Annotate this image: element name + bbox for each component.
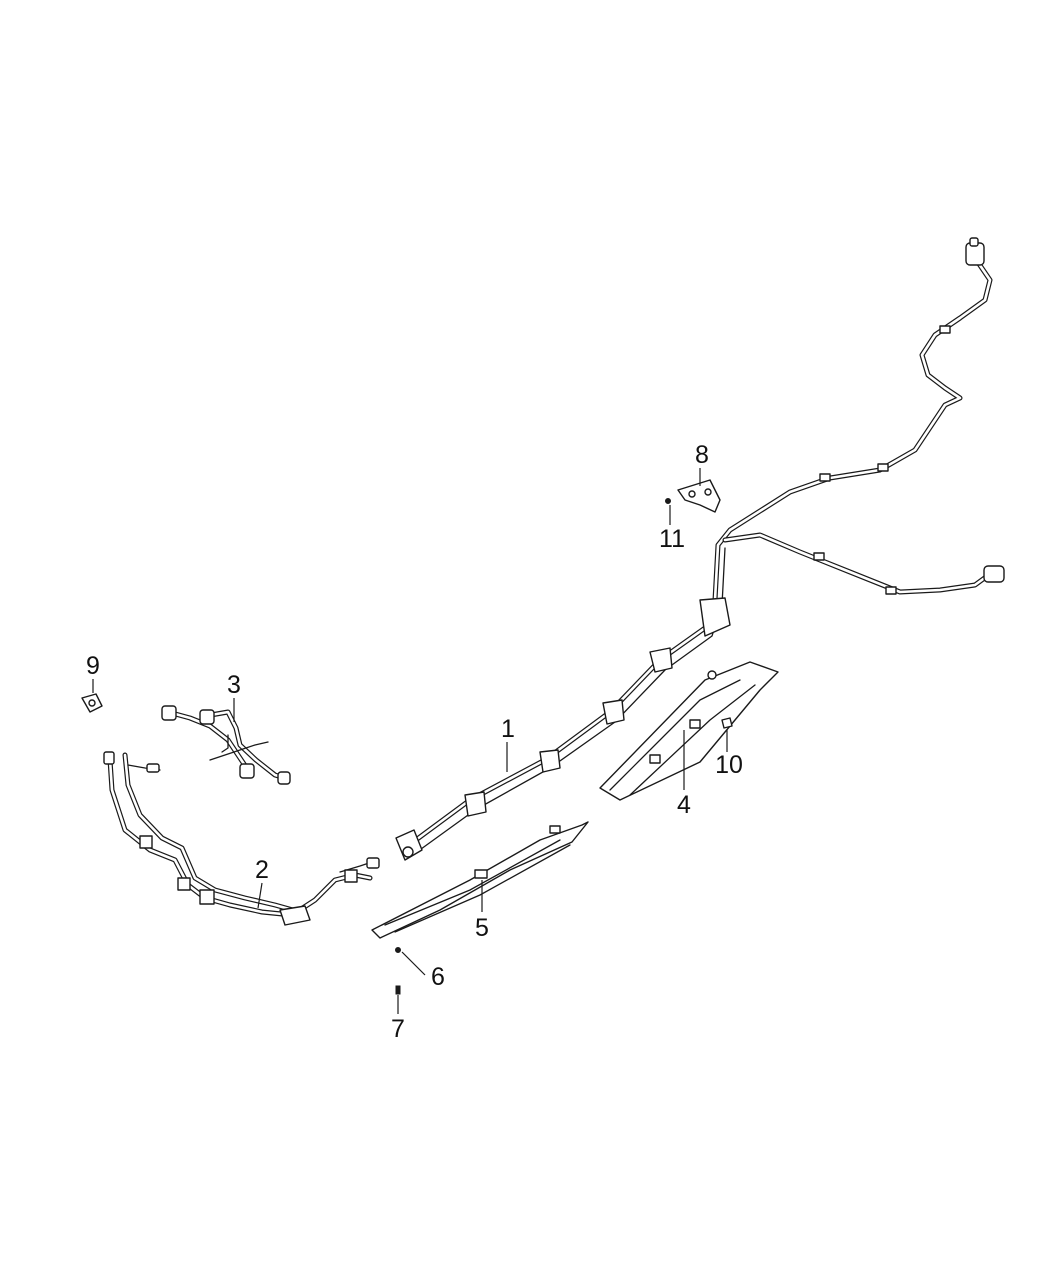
callout-11: 11 <box>659 525 685 553</box>
line-bracket <box>699 597 731 637</box>
front-line-connector <box>366 857 380 869</box>
callout-2: 2 <box>255 856 269 884</box>
line-clip <box>939 325 951 334</box>
nut-part-10 <box>721 717 733 729</box>
lower-connector <box>983 565 1005 583</box>
callout-1: 1 <box>501 715 515 743</box>
heat-shield-right <box>599 661 779 801</box>
clip-part-9 <box>81 693 103 713</box>
callout-8: 8 <box>695 441 709 469</box>
callout-9: 9 <box>86 652 100 680</box>
clip-part-11 <box>665 498 671 504</box>
callout-7: 7 <box>391 1015 405 1043</box>
mounting-bracket <box>677 479 721 513</box>
callout-10: 10 <box>715 751 743 779</box>
heat-shield-lower <box>371 821 589 939</box>
callout-5: 5 <box>475 914 489 942</box>
leader-lines <box>92 468 728 1014</box>
callout-6: 6 <box>431 963 445 991</box>
callout-3: 3 <box>227 671 241 699</box>
harness-connector <box>161 705 177 721</box>
connector-harness <box>161 705 291 785</box>
bolt-part-7 <box>395 985 401 995</box>
fuel-line-bundle <box>395 237 1005 861</box>
clip-part-6 <box>395 947 401 953</box>
callout-4: 4 <box>677 791 691 819</box>
front-line-set <box>103 751 380 926</box>
